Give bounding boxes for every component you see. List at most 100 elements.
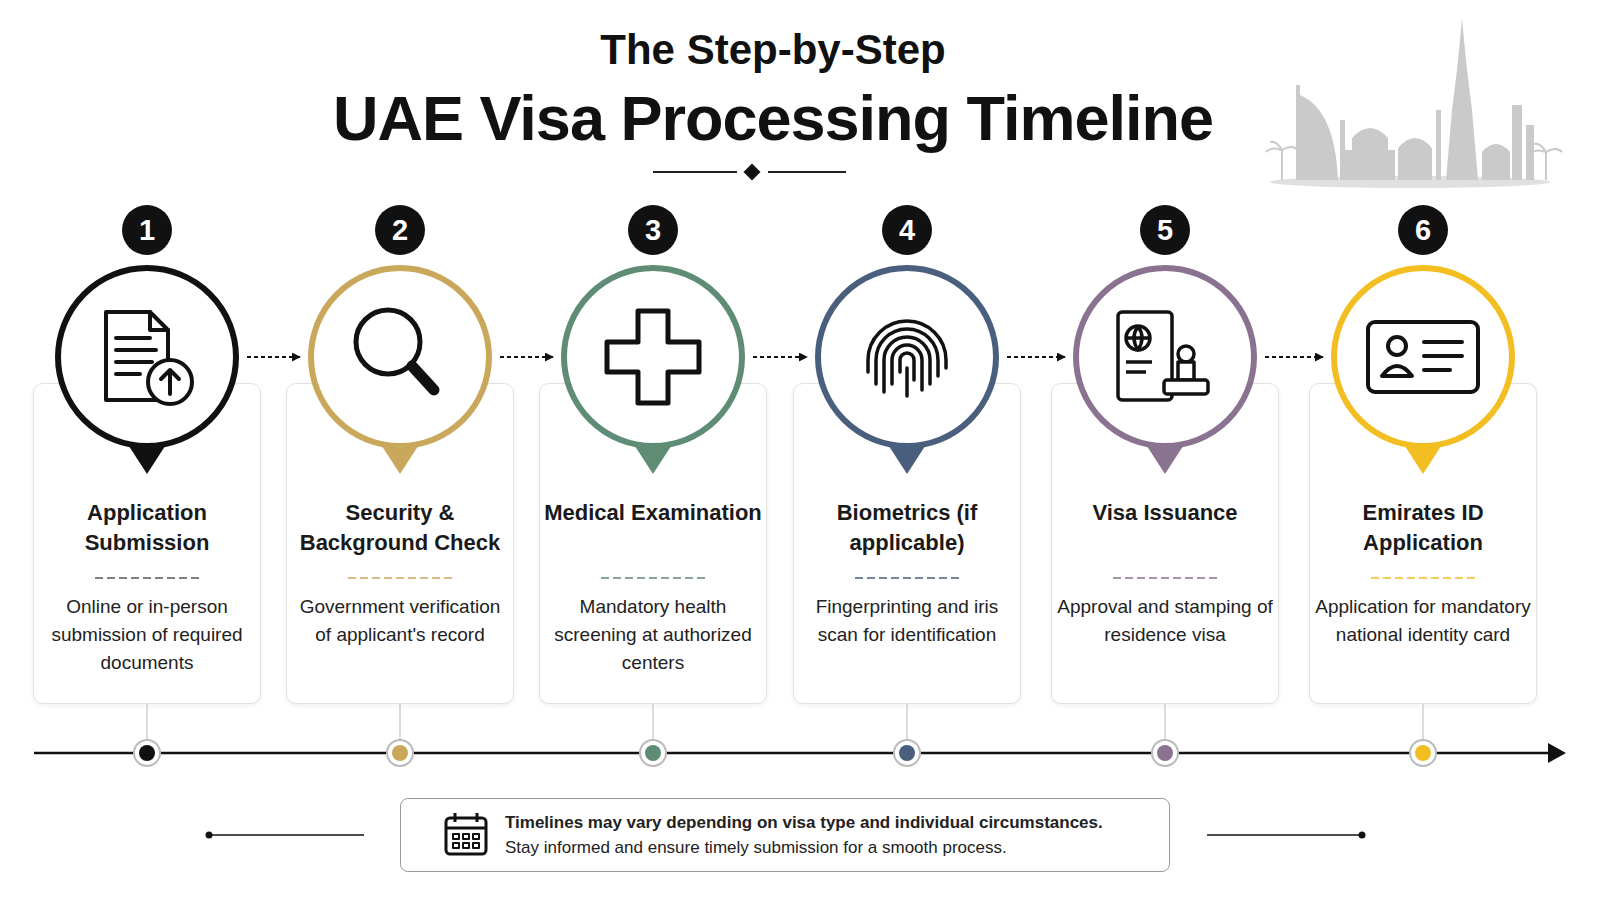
step-description: Mandatory health screening at authorized…: [545, 593, 761, 677]
passport-line: [1126, 370, 1146, 374]
note-heading: Timelines may vary depending on visa typ…: [505, 811, 1103, 835]
timeline-dot: [392, 745, 408, 761]
id-line: [1424, 340, 1462, 344]
timeline-tick: [399, 704, 401, 740]
timeline-tick: [1164, 704, 1166, 740]
title-divider: [653, 171, 737, 173]
number-badge: [375, 205, 425, 255]
passport-line: [1126, 360, 1152, 364]
palm-tree: [1530, 144, 1562, 180]
document-line: [116, 372, 140, 376]
dashed-arrow: [500, 356, 553, 358]
skyline: [1266, 18, 1562, 188]
dashed-arrow: [753, 356, 807, 358]
note-box: Timelines may vary depending on visa typ…: [400, 798, 1170, 872]
tower-spire: [1446, 18, 1478, 180]
document-line: [116, 360, 152, 364]
timeline-dot: [894, 740, 920, 766]
timeline-ticks: [147, 704, 1423, 740]
number-badge: [628, 205, 678, 255]
callout-number: 4: [882, 205, 932, 255]
mosque-dome: [1398, 138, 1432, 180]
number-badge: [882, 205, 932, 255]
step-description: Fingerprinting and iris scan for identif…: [799, 593, 1015, 649]
magnifier-lens: [356, 310, 420, 374]
timeline-arrow: [1548, 743, 1566, 763]
step-heading: Application Submission: [37, 498, 257, 558]
document-fold: [150, 312, 168, 330]
number-badge: [122, 205, 172, 255]
mosque-dome: [1482, 144, 1510, 180]
passport-globe: [1126, 326, 1150, 350]
step-heading: Visa Issuance: [1055, 498, 1275, 528]
callout-number: 1: [122, 205, 172, 255]
callout-number: 3: [628, 205, 678, 255]
dashed-arrow: [1265, 356, 1323, 358]
timeline-dot: [1415, 745, 1431, 761]
id-line: [1424, 354, 1462, 358]
dashed-arrow: [1007, 356, 1065, 358]
card-outline: [1051, 383, 1279, 704]
fingerprint-ridge: [876, 329, 938, 384]
timeline-dot: [640, 740, 666, 766]
timeline-dot: [1410, 740, 1436, 766]
step-card: Emirates ID ApplicationApplication for m…: [1323, 260, 1523, 704]
stamp-handle: [1178, 346, 1194, 362]
timeline-dot: [899, 745, 915, 761]
title-divider: [768, 171, 846, 173]
note-text: Stay informed and ensure timely submissi…: [505, 836, 1007, 860]
document-line: [116, 348, 156, 352]
id-line: [1424, 368, 1450, 372]
timeline-dot: [134, 740, 160, 766]
step-description: Government verification of applicant's r…: [292, 593, 508, 649]
timeline-dot: [645, 745, 661, 761]
timeline-dot: [139, 745, 155, 761]
timeline-tick: [146, 704, 148, 740]
step-heading: Security & Background Check: [290, 498, 510, 558]
step-card: Application SubmissionOnline or in-perso…: [47, 260, 247, 704]
passport-globe: [1126, 326, 1150, 350]
fingerprint-ridge: [868, 321, 946, 372]
fingerprint-ridge: [900, 353, 914, 380]
tower: [1512, 105, 1522, 180]
step-card: Security & Background CheckGovernment ve…: [300, 260, 500, 704]
minaret: [1340, 120, 1345, 180]
timeline-axis: [34, 752, 1552, 755]
step-description: Application for mandatory national ident…: [1315, 593, 1531, 649]
dashed-arrow: [247, 356, 300, 358]
mosque-dome: [1345, 128, 1395, 180]
stamp-body: [1178, 362, 1194, 380]
diagram-title: UAE Visa Processing Timeline: [273, 80, 1273, 156]
timeline-dot: [1152, 740, 1178, 766]
sail-tower: [1300, 95, 1338, 180]
footer-rule-dot: [1359, 832, 1366, 839]
id-photo-body: [1382, 366, 1412, 376]
footer-rule: [1207, 834, 1362, 836]
step-card: Medical ExaminationMandatory health scre…: [553, 260, 753, 704]
magnifier-icon: [356, 310, 434, 390]
footer-rule: [209, 834, 364, 836]
divider-diamond: [744, 164, 761, 181]
number-badge: [1398, 205, 1448, 255]
callout-number: 5: [1140, 205, 1190, 255]
step-description: Approval and stamping of residence visa: [1057, 593, 1273, 649]
skyline-ground: [1270, 176, 1550, 188]
title-kicker: The Step-by-Step: [363, 24, 1183, 76]
callout-number: 2: [375, 205, 425, 255]
minaret: [1436, 110, 1441, 180]
tower: [1526, 125, 1534, 180]
id-photo-head: [1388, 337, 1406, 355]
document-line: [116, 336, 150, 340]
step-card: Biometrics (if applicable)Fingerprinting…: [807, 260, 1007, 704]
palm-tree: [1266, 142, 1298, 180]
number-badge: [1140, 205, 1190, 255]
step-heading: Biometrics (if applicable): [797, 498, 1017, 558]
timeline-tick: [906, 704, 908, 740]
timeline-dot: [387, 740, 413, 766]
timeline-dot: [1157, 745, 1173, 761]
step-description: Online or in-person submission of requir…: [39, 593, 255, 677]
timeline-tick: [1422, 704, 1424, 740]
callout-number: 6: [1398, 205, 1448, 255]
id-card: [1368, 322, 1478, 392]
footer-rule-dot: [206, 832, 213, 839]
